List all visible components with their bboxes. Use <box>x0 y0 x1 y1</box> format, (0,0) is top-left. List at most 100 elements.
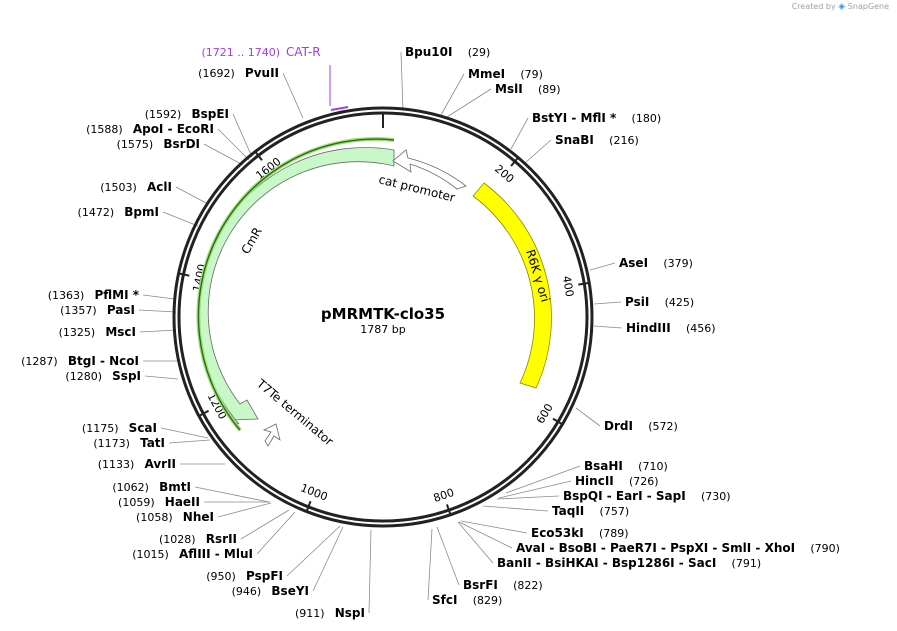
site-hindiii[interactable]: HindIII (456) <box>626 317 716 336</box>
site-name: SspI <box>112 369 141 383</box>
site-leader-line <box>496 495 560 500</box>
site-taqii[interactable]: TaqII (757) <box>552 500 629 519</box>
snapgene-product-label: SnapGene <box>847 2 889 11</box>
site-banii[interactable]: BanII - BsiHKAI - Bsp1286I - SacI (791) <box>497 552 761 571</box>
site-position: (1280) <box>65 370 102 383</box>
site-afliii[interactable]: (1015) AflIII - MluI <box>132 543 253 562</box>
feature-cmr[interactable] <box>196 137 395 432</box>
site-position: (79) <box>520 68 543 81</box>
site-bstyi[interactable]: BstYI - MflI * (180) <box>532 107 661 126</box>
site-leader-line <box>142 294 176 300</box>
site-bseyi[interactable]: (946) BseYI <box>232 580 309 599</box>
snapgene-logo-icon: ◈ <box>838 2 846 12</box>
site-position: (1325) <box>59 326 96 339</box>
feature-cat-promoter[interactable] <box>392 149 467 190</box>
site-name: HincII <box>575 474 614 488</box>
site-sfci[interactable]: SfcI (829) <box>432 589 502 608</box>
site-avrii[interactable]: (1133) AvrII <box>98 453 176 472</box>
tick-mark <box>255 151 263 161</box>
feature-t7te-terminator[interactable] <box>262 423 281 447</box>
site-leader-line <box>593 325 623 329</box>
site-name: SfcI <box>432 593 457 607</box>
site-pvuii[interactable]: (1692) PvuII <box>198 62 279 81</box>
tick-mark <box>179 272 190 277</box>
site-bmti[interactable]: (1062) BmtI <box>112 476 191 495</box>
tick-mark <box>510 157 519 167</box>
site-drdi[interactable]: DrdI (572) <box>604 415 678 434</box>
site-leader-line <box>458 521 513 549</box>
site-acli[interactable]: (1503) AclI <box>100 176 172 195</box>
site-nspi[interactable]: (911) NspI <box>295 602 365 621</box>
site-position: (1028) <box>159 533 196 546</box>
site-avai[interactable]: AvaI - BsoBI - PaeR7I - PspXI - SmlI - X… <box>516 537 840 556</box>
svg-text:(1058) NheI: (1058) NheI <box>136 506 214 525</box>
site-apoi[interactable]: (1588) ApoI - EcoRI <box>86 118 214 137</box>
site-btgi[interactable]: (1287) BtgI - NcoI <box>21 350 139 369</box>
site-name: MslI <box>495 82 523 96</box>
feature-r6k-ori[interactable] <box>472 182 552 389</box>
site-bsrdi[interactable]: (1575) BsrDI <box>117 133 200 152</box>
primer-cat-r[interactable] <box>329 65 349 111</box>
site-nhei[interactable]: (1058) NheI <box>136 506 214 525</box>
svg-text:(1592) BspEI: (1592) BspEI <box>145 103 229 122</box>
svg-text:(1175) ScaI: (1175) ScaI <box>82 417 157 436</box>
site-haeii[interactable]: (1059) HaeII <box>118 491 200 510</box>
svg-text:(1588) ApoI - EcoRI: (1588) ApoI - EcoRI <box>86 118 214 137</box>
site-name: AvrII <box>144 457 176 471</box>
svg-text:PsiI (425): PsiI (425) <box>625 291 694 310</box>
site-position: (1472) <box>78 206 115 219</box>
site-name: BpmI <box>124 205 159 219</box>
site-bsahi[interactable]: BsaHI (710) <box>584 455 668 474</box>
site-name: AclI <box>147 180 172 194</box>
site-bpu10i[interactable]: Bpu10I (29) <box>405 41 490 60</box>
site-psii[interactable]: PsiI (425) <box>625 291 694 310</box>
site-tati[interactable]: (1173) TatI <box>93 432 165 451</box>
site-name: Eco53kI <box>531 526 584 540</box>
site-rsrii[interactable]: (1028) RsrII <box>159 528 237 547</box>
site-leader-line <box>203 143 244 166</box>
site-name: BanII - BsiHKAI - Bsp1286I - SacI <box>497 556 716 570</box>
tick-mark <box>578 281 589 286</box>
site-bpmi[interactable]: (1472) BpmI <box>78 201 159 220</box>
site-asei[interactable]: AseI (379) <box>619 252 693 271</box>
site-sspi[interactable]: (1280) SspI <box>65 365 141 384</box>
site-position: (89) <box>538 83 561 96</box>
site-name: PflMI * <box>94 288 139 302</box>
site-hincii[interactable]: HincII (726) <box>575 470 659 489</box>
svg-text:TaqII (757): TaqII (757) <box>552 500 629 519</box>
site-bsrfi[interactable]: BsrFI (822) <box>463 574 543 593</box>
site-leader-line <box>510 117 529 150</box>
site-eco53ki[interactable]: Eco53kI (789) <box>531 522 629 541</box>
site-leader-line <box>436 526 460 586</box>
site-scai[interactable]: (1175) ScaI <box>82 417 157 436</box>
site-pflmi[interactable]: (1363) PflMI * <box>48 284 140 303</box>
svg-text:Eco53kI (789): Eco53kI (789) <box>531 522 629 541</box>
site-bspei[interactable]: (1592) BspEI <box>145 103 229 122</box>
plasmid-name: pMRMTK-clo35 <box>321 305 445 323</box>
t7te-terminator-label: T7Te terminator <box>253 376 336 449</box>
site-position: (1588) <box>86 123 123 136</box>
svg-text:MmeI (79): MmeI (79) <box>468 63 543 82</box>
site-leader-line <box>457 521 494 564</box>
svg-text:(1503) AclI: (1503) AclI <box>100 176 172 195</box>
site-mmei[interactable]: MmeI (79) <box>468 63 543 82</box>
site-pasi[interactable]: (1357) PasI <box>60 299 135 318</box>
svg-text:HindIII (456): HindIII (456) <box>626 317 716 336</box>
site-snabi[interactable]: SnaBI (216) <box>555 129 639 148</box>
site-position: (1015) <box>132 548 169 561</box>
site-name: BsrFI <box>463 578 498 592</box>
site-pspfi[interactable]: (950) PspFI <box>206 565 283 584</box>
site-name: PasI <box>107 303 135 317</box>
created-by-label: Created by <box>791 2 836 11</box>
site-bspqi[interactable]: BspQI - EarI - SapI (730) <box>563 485 731 504</box>
site-name: BstYI - MflI * <box>532 111 617 125</box>
site-msci[interactable]: (1325) MscI <box>59 321 136 340</box>
site-msli[interactable]: MslI (89) <box>495 78 561 97</box>
svg-text:BsrFI (822): BsrFI (822) <box>463 574 543 593</box>
site-leader-line <box>194 486 270 503</box>
site-leader-line <box>593 301 622 305</box>
site-name: TatI <box>140 436 165 450</box>
svg-text:(1059) HaeII: (1059) HaeII <box>118 491 200 510</box>
site-name: RsrII <box>206 532 237 546</box>
site-leader-line <box>286 525 341 577</box>
